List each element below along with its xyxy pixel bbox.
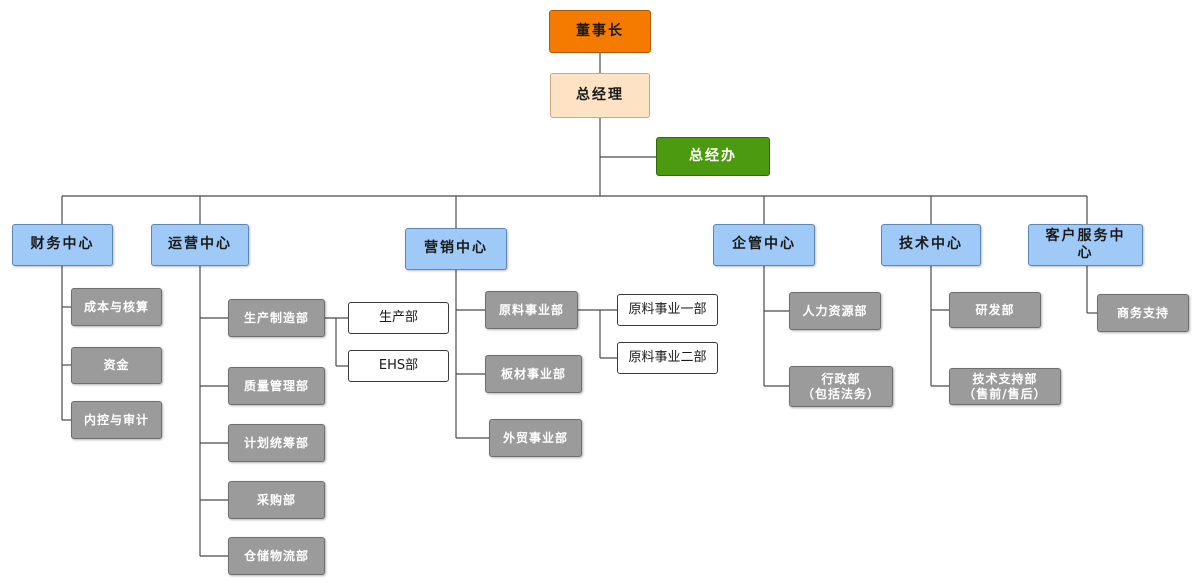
sub-ehs: EHS部	[348, 350, 449, 382]
sub-raw-material-one: 原料事业一部	[617, 294, 718, 326]
dept-business-support: 商务支持	[1097, 294, 1189, 332]
general-office-box: 总经办	[656, 137, 770, 176]
general-manager-box: 总经理	[550, 73, 650, 118]
marketing-center-box: 营销中心	[405, 228, 507, 270]
dept-quality-management: 质量管理部	[228, 367, 325, 405]
dept-administration: 行政部 （包括法务）	[789, 366, 893, 407]
chairman-box: 董事长	[549, 10, 651, 53]
sub-raw-material-two: 原料事业二部	[617, 342, 718, 374]
dept-funds: 资金	[71, 347, 162, 384]
sub-production: 生产部	[348, 302, 449, 334]
dept-raw-material: 原料事业部	[485, 291, 578, 329]
dept-technical-support: 技术支持部 （售前/售后）	[949, 368, 1061, 405]
dept-procurement: 采购部	[228, 481, 325, 519]
customer-service-center-box: 客户服务中 心	[1028, 224, 1143, 266]
technology-center-box: 技术中心	[881, 224, 981, 266]
dept-planning: 计划统筹部	[228, 424, 325, 462]
dept-board-material: 板材事业部	[485, 355, 582, 393]
management-center-box: 企管中心	[713, 224, 815, 266]
dept-human-resources: 人力资源部	[789, 292, 881, 330]
finance-center-box: 财务中心	[12, 224, 113, 266]
dept-internal-control-audit: 内控与审计	[71, 401, 162, 439]
dept-foreign-trade: 外贸事业部	[489, 419, 582, 457]
dept-cost-accounting: 成本与核算	[71, 288, 162, 326]
dept-manufacturing: 生产制造部	[228, 299, 325, 337]
operations-center-box: 运营中心	[151, 224, 249, 266]
dept-research-development: 研发部	[949, 292, 1041, 328]
dept-warehouse-logistics: 仓储物流部	[228, 537, 325, 575]
